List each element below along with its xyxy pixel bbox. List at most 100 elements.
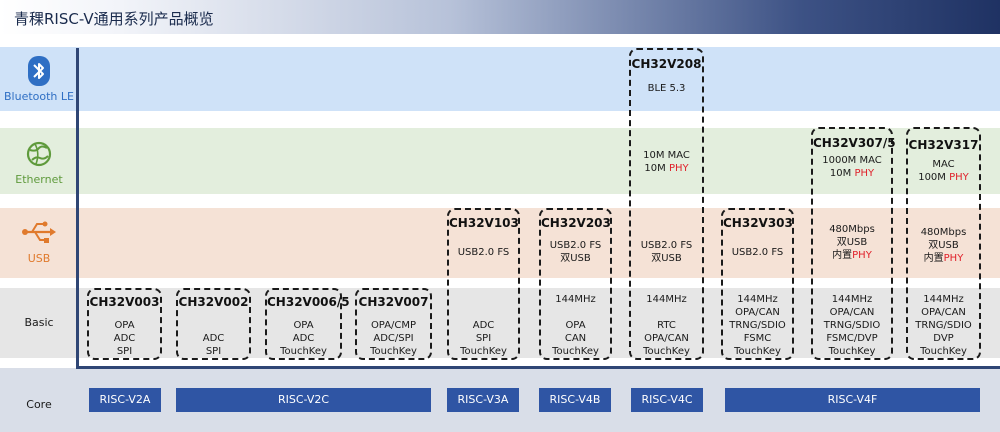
chip-feature: FSMC/DVP	[826, 333, 878, 344]
chip-name: CH32V208	[631, 57, 702, 71]
chip-feature: 1000M MAC	[822, 155, 882, 166]
chip-feature: 内置	[923, 253, 944, 264]
chip-feature: ADC/SPI	[373, 333, 414, 344]
chip-feature: USB2.0 FS	[457, 247, 510, 258]
chip-feature: 144MHz	[737, 294, 778, 305]
chip-feature: TRNG/SDIO	[823, 320, 881, 331]
chip-ch32v007: CH32V007 OPA/CMP ADC/SPI TouchKey	[355, 288, 432, 360]
row-label-core: Core	[26, 398, 52, 411]
chip-feature: TouchKey	[828, 346, 876, 357]
chip-feature: MAC	[932, 159, 955, 170]
chip-name: CH32V007	[358, 295, 429, 309]
chip-feature: 双USB	[928, 240, 959, 251]
chip-feature: TouchKey	[920, 346, 967, 357]
chip-feature: TouchKey	[370, 346, 417, 357]
chip-feature: USB2.0 FS	[549, 240, 602, 251]
chip-feature: TouchKey	[734, 346, 781, 357]
chip-ch32v103: CH32V103 USB2.0 FS ADC SPI TouchKey	[447, 208, 520, 360]
chip-ch32v317: CH32V317 MAC 100M PHY 480Mbps 双USB 内置PHY…	[906, 127, 981, 360]
chip-ch32v208: CH32V208 BLE 5.3 10M MAC 10M PHY USB2.0 …	[629, 48, 704, 360]
core-risc-v4f: RISC-V4F	[725, 388, 980, 412]
chip-feature: 480Mbps	[829, 224, 875, 235]
chip-feature: TRNG/SDIO	[729, 320, 786, 331]
phy-highlight: PHY	[668, 163, 689, 174]
chip-feature: OPA	[565, 320, 586, 331]
chip-name: CH32V103	[449, 216, 519, 230]
chip-name: CH32V002	[178, 295, 249, 309]
chip-feature: 双USB	[836, 237, 868, 248]
chip-feature: OPA/CMP	[370, 320, 417, 331]
chip-feature: OPA	[293, 320, 314, 331]
chip-feature: SPI	[205, 346, 222, 357]
chip-feature-line: 10M PHY	[813, 167, 891, 180]
core-risc-v4b: RISC-V4B	[539, 388, 611, 412]
chip-ch32v303: CH32V303 USB2.0 FS 144MHz OPA/CAN TRNG/S…	[721, 208, 794, 360]
chip-feature: TouchKey	[643, 346, 690, 357]
chip-feature: 144MHz	[831, 294, 873, 305]
chip-ch32v006: CH32V006/5 OPA ADC TouchKey	[265, 288, 350, 360]
chip-feature-line: 内置PHY	[813, 249, 891, 262]
chip-feature: 144MHz	[646, 294, 687, 305]
chip-feature: DVP	[933, 333, 954, 344]
chip-feature: RTC	[657, 320, 676, 331]
chip-feature: ADC	[292, 333, 315, 344]
chip-feature: OPA/CAN	[644, 333, 689, 344]
chip-feature: OPA	[114, 320, 135, 331]
chip-ch32v203: CH32V203 USB2.0 FS 双USB 144MHz OPA CAN T…	[539, 208, 612, 360]
phy-highlight: PHY	[949, 172, 969, 183]
chip-ch32v002: CH32V002 ADC SPI	[176, 288, 251, 360]
axis-horizontal	[76, 366, 1000, 369]
chip-name: CH32V317	[908, 138, 979, 152]
title-bar: 青稞RISC-V通用系列产品概览	[0, 0, 1000, 34]
chip-feature: TouchKey	[280, 346, 327, 357]
chip-name: CH32V006/5	[267, 295, 350, 309]
chip-feature: TouchKey	[460, 346, 507, 357]
chip-feature-line: 10M PHY	[631, 162, 702, 175]
core-risc-v3a: RISC-V3A	[447, 388, 519, 412]
row-label-ethernet: Ethernet	[15, 173, 63, 186]
chip-feature: USB2.0 FS	[731, 247, 784, 258]
phy-highlight: PHY	[852, 250, 872, 261]
chip-feature: 10M	[644, 163, 666, 174]
core-risc-v2c: RISC-V2C	[176, 388, 431, 412]
chip-feature: OPA/CAN	[921, 307, 966, 318]
page-title: 青稞RISC-V通用系列产品概览	[14, 10, 214, 28]
core-risc-v4c: RISC-V4C	[631, 388, 703, 412]
row-label-basic: Basic	[24, 316, 54, 329]
chip-name: CH32V003	[89, 295, 160, 309]
chip-feature: CAN	[564, 333, 587, 344]
chip-name: CH32V203	[541, 216, 611, 230]
phy-highlight: PHY	[943, 253, 964, 264]
chip-feature: 双USB	[560, 253, 591, 264]
axis-vertical	[76, 48, 79, 369]
chip-feature: 480Mbps	[920, 227, 967, 238]
chip-feature: 100M	[918, 172, 946, 183]
chip-feature: TRNG/SDIO	[915, 320, 972, 331]
chip-feature-line: 内置PHY	[908, 252, 979, 265]
bluetooth-icon	[28, 56, 50, 86]
chip-feature: 144MHz	[555, 294, 596, 305]
chip-feature: 双USB	[651, 253, 682, 264]
row-label-bluetooth: Bluetooth LE	[4, 90, 74, 103]
chip-feature: 10M MAC	[643, 150, 690, 161]
band-basic	[0, 288, 1000, 358]
usb-icon	[22, 221, 56, 243]
band-usb	[0, 208, 1000, 278]
band-ethernet	[0, 128, 1000, 194]
chip-feature: ADC	[202, 333, 225, 344]
chip-name: CH32V307/5	[813, 136, 896, 150]
chip-feature: 10M	[829, 168, 852, 179]
chip-feature: TouchKey	[552, 346, 599, 357]
band-bluetooth	[0, 47, 1000, 111]
chip-feature: USB2.0 FS	[640, 240, 693, 251]
chip-name: CH32V303	[723, 216, 793, 230]
phy-highlight: PHY	[854, 168, 875, 179]
chip-feature: ADC	[472, 320, 495, 331]
chip-feature: SPI	[116, 346, 133, 357]
chip-feature: 内置	[832, 250, 853, 261]
chip-feature: FSMC	[743, 333, 772, 344]
core-risc-v2a: RISC-V2A	[89, 388, 161, 412]
chip-feature: SPI	[475, 333, 492, 344]
chip-feature: OPA/CAN	[829, 307, 875, 318]
chip-feature-line: 100M PHY	[908, 171, 979, 184]
